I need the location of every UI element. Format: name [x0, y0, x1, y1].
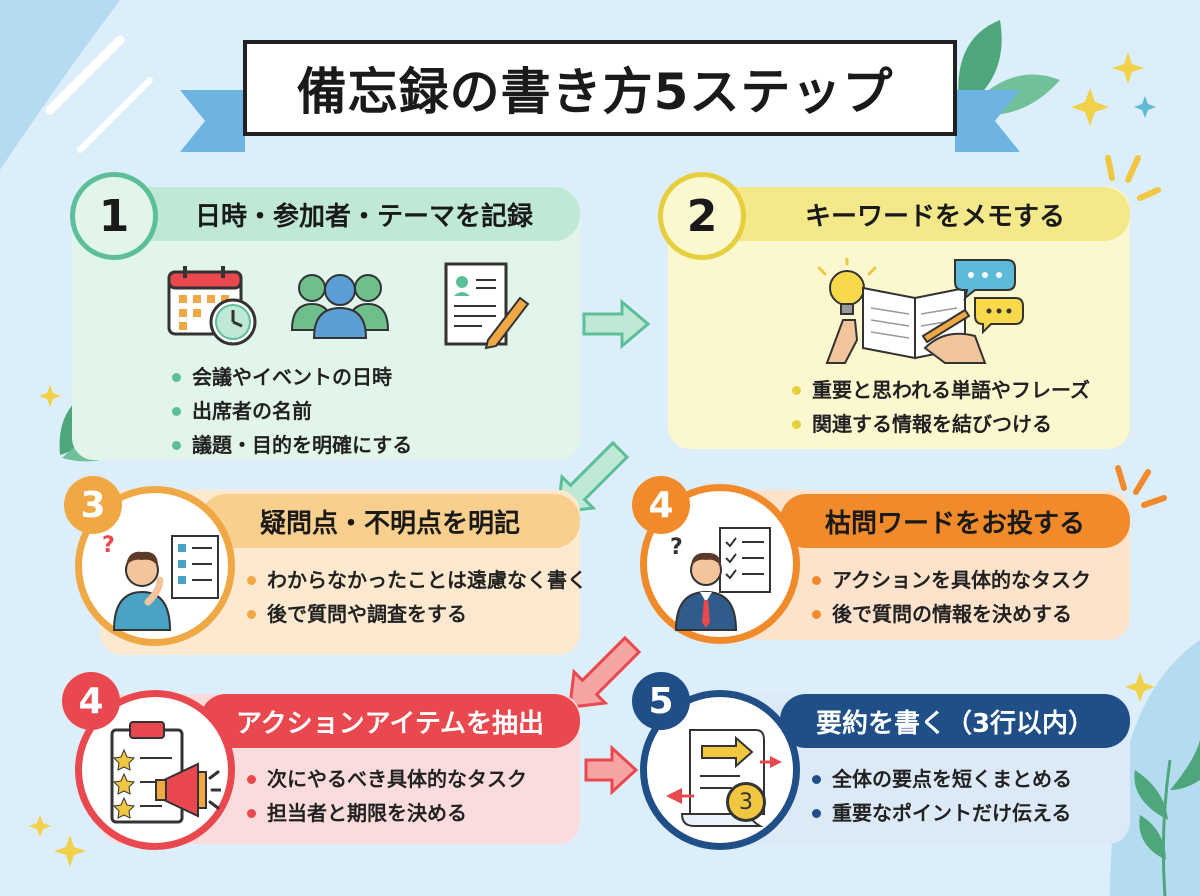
step-4b-number: 4	[78, 680, 104, 722]
title-ribbon	[180, 40, 1020, 152]
document-pen-icon	[444, 262, 530, 350]
summary-badge-number: 3	[739, 789, 753, 815]
step-3-number: 3	[80, 484, 106, 526]
list-item: 議題・目的を明確にする	[170, 428, 412, 462]
step-1-title-bar: 日時・参加者・テーマを記録	[118, 187, 580, 241]
step-2-title: キーワードをメモする	[804, 201, 1065, 232]
step-4a-number-circle: 4	[632, 476, 690, 534]
step-4b-title: アクションアイテムを抽出	[235, 708, 545, 739]
summary-scroll-icon	[666, 729, 782, 827]
step-4b-title-bar: アクションアイテムを抽出	[200, 694, 580, 748]
step-5-number: 5	[648, 680, 674, 722]
arrow-1-to-2	[582, 298, 651, 350]
summary-badge: 3	[726, 782, 766, 822]
leaf-bottom-right-icon	[1134, 740, 1200, 896]
step-4a-title-bar: 枯問ワードをお投する	[780, 494, 1130, 548]
businessman-checklist-icon: ?	[670, 527, 771, 631]
calendar-clock-icon	[167, 266, 257, 346]
arrow-4-to-5	[584, 744, 639, 796]
arrow-4-to-4	[568, 635, 642, 709]
thinking-person-checklist-icon: ?	[102, 533, 219, 631]
list-item: 関連する情報を結びつける	[790, 407, 1090, 441]
ray-lines-orange	[1115, 465, 1167, 508]
list-item: わからなかったことは遠慮なく書く	[245, 563, 587, 597]
list-item: 後で質問や調査をする	[245, 597, 587, 631]
step-1-number-circle: 1	[70, 172, 158, 260]
step-4a-number: 4	[648, 484, 674, 526]
step-1-number: 1	[98, 190, 130, 242]
clipboard-megaphone-icon	[110, 721, 221, 824]
page-title: 備忘録の書き方5ステップ	[296, 63, 894, 121]
list-item: アクションを具体的なタスク	[810, 563, 1091, 597]
step-3-bullets: わからなかったことは遠慮なく書く 後で質問や調査をする	[245, 563, 587, 631]
step-4a-bullets: アクションを具体的なタスク 後で質問の情報を決めする	[810, 563, 1091, 631]
people-group-icon	[290, 274, 390, 339]
lightbulb-notebook-icon	[817, 258, 1024, 364]
step-4b-number-circle: 4	[62, 672, 120, 730]
step-2-bullets: 重要と思われる単語やフレーズ 関連する情報を結びつける	[790, 373, 1090, 441]
step-3-number-circle: 3	[64, 476, 122, 534]
svg-text:?: ?	[102, 533, 115, 558]
list-item: 後で質問の情報を決めする	[810, 597, 1091, 631]
list-item: 重要と思われる単語やフレーズ	[790, 373, 1090, 407]
step-2-number-circle: 2	[658, 172, 746, 260]
step-5-bullets: 全体の要点を短くまとめる 重要なポイントだけ伝える	[810, 762, 1072, 830]
step-5-number-circle: 5	[632, 672, 690, 730]
list-item: 会議やイベントの日時	[170, 360, 412, 394]
list-item: 重要なポイントだけ伝える	[810, 796, 1072, 830]
step-2-title-bar: キーワードをメモする	[710, 187, 1130, 241]
step-1-bullets: 会議やイベントの日時 出席者の名前 議題・目的を明確にする	[170, 360, 412, 462]
step-3-title-bar: 疑問点・不明点を明記	[200, 494, 580, 548]
ray-lines	[1105, 155, 1161, 201]
step-1-title: 日時・参加者・テーマを記録	[194, 201, 533, 232]
step-5-title: 要約を書く（3行以内）	[815, 708, 1095, 739]
step-4a-title: 枯問ワードをお投する	[824, 508, 1085, 539]
step-4b-bullets: 次にやるべき具体的なタスク 担当者と期限を決める	[245, 762, 527, 830]
list-item: 全体の要点を短くまとめる	[810, 762, 1072, 796]
step-2-number: 2	[686, 190, 718, 242]
list-item: 出席者の名前	[170, 394, 412, 428]
list-item: 担当者と期限を決める	[245, 796, 527, 830]
step-3-title: 疑問点・不明点を明記	[259, 508, 520, 539]
list-item: 次にやるべき具体的なタスク	[245, 762, 527, 796]
svg-text:?: ?	[670, 535, 683, 560]
step-5-title-bar: 要約を書く（3行以内）	[780, 694, 1130, 748]
